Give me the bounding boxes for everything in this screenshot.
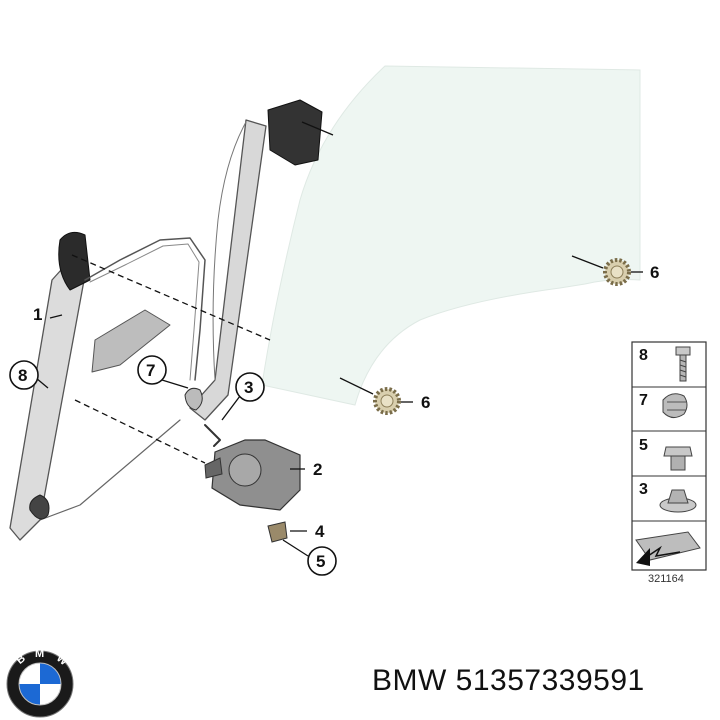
svg-text:M: M: [35, 648, 44, 660]
legend-row-8: 8: [639, 346, 691, 382]
window-motor: [204, 439, 301, 511]
svg-text:8: 8: [18, 366, 27, 385]
window-regulator: [9, 99, 323, 541]
sprocket-lower: [373, 387, 401, 415]
svg-text:2: 2: [313, 460, 322, 479]
callout-4: 4: [315, 522, 325, 541]
svg-text:7: 7: [146, 361, 155, 380]
legend-row-5: 5: [639, 437, 693, 471]
callout-7: 7: [137, 355, 167, 385]
legend-row-7: 7: [639, 392, 688, 418]
part-caption: BMW 51357339591: [372, 664, 645, 698]
svg-text:3: 3: [244, 378, 253, 397]
callout-8: 8: [9, 360, 39, 390]
orientation-arrow-icon: [635, 531, 701, 566]
sprocket-upper: [603, 258, 631, 286]
svg-text:6: 6: [650, 263, 659, 282]
svg-text:5: 5: [316, 552, 325, 571]
svg-text:8: 8: [639, 347, 648, 364]
svg-text:6: 6: [421, 393, 430, 412]
leader-lines: [35, 121, 643, 557]
callout-6-lower: 6: [421, 393, 430, 412]
callout-6-upper: 6: [650, 263, 659, 282]
svg-text:3: 3: [639, 481, 648, 498]
legend-row-3: 3: [639, 481, 697, 513]
svg-text:1: 1: [33, 305, 42, 324]
grommet-part: [267, 521, 288, 543]
callout-3: 3: [235, 372, 265, 402]
reference-number: 321164: [648, 573, 684, 585]
callout-1: 1: [33, 305, 42, 324]
svg-text:5: 5: [639, 437, 648, 454]
fastener-legend: 8 7 5 3: [631, 341, 707, 571]
caption-brand: BMW: [372, 664, 447, 697]
svg-text:7: 7: [639, 392, 648, 409]
caption-part-number: 51357339591: [455, 664, 645, 697]
callout-5: 5: [307, 546, 337, 576]
door-glass: [261, 65, 641, 406]
svg-text:4: 4: [315, 522, 325, 541]
callout-2: 2: [313, 460, 322, 479]
bmw-logo: B M W: [6, 648, 74, 718]
